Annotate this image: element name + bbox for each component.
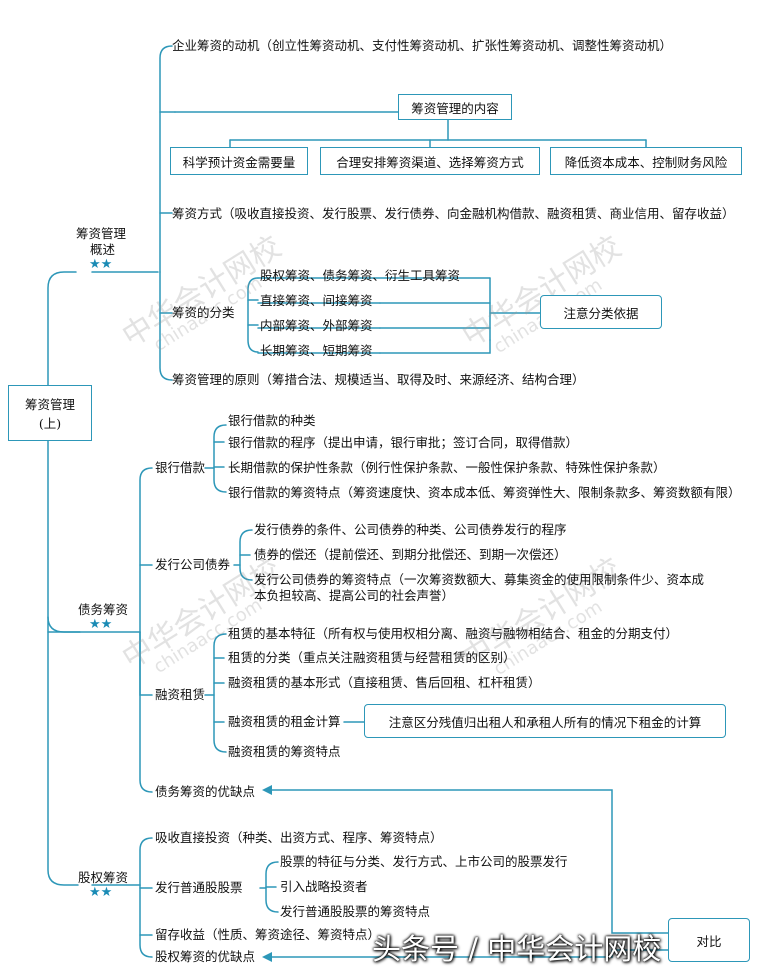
lease-label: 融资租赁 [155,687,206,702]
bond-item: 发行公司债券的筹资特点（一次筹资数额大、募集资金的使用限制条件少、资本成 [254,572,705,587]
lease-item: 融资租赁的筹资特点 [228,744,341,759]
bond-item: 发行债券的条件、公司债券的种类、公司债券发行的程序 [254,522,567,537]
direct-investment: 吸收直接投资（种类、出资方式、程序、筹资特点） [155,830,443,845]
class-item: 内部筹资、外部筹资 [260,318,373,333]
bank-item: 银行借款的筹资特点（筹资速度快、资本成本低、筹资弹性大、限制条款多、筹资数额有限… [228,485,741,500]
financing-motive: 企业筹资的动机（创立性筹资动机、支付性筹资动机、扩张性筹资动机、调整性筹资动机） [172,38,673,53]
section-equity-title: 股权筹资 [78,870,129,885]
content-item-box: 科学预计资金需要量 [170,147,308,175]
class-item: 长期筹资、短期筹资 [260,343,373,358]
root-subtitle: (上) [38,416,62,431]
lease-item: 租赁的分类（重点关注融资租赁与经营租赁的区别） [228,650,516,665]
content-item-box: 合理安排筹资渠道、选择筹资方式 [320,147,540,175]
lease-item: 融资租赁的租金计算 [228,714,341,729]
bank-item: 银行借款的程序（提出申请，银行审批；签订合同，取得借款） [228,435,579,450]
retained-earnings: 留存收益（性质、筹资途径、筹资特点） [155,927,381,942]
importance-stars: ★★ [89,617,113,632]
management-principles: 筹资管理的原则（筹措合法、规模适当、取得及时、来源经济、结构合理） [172,372,585,387]
bond-item: 本负担较高、提高公司的社会声誉） [254,588,455,603]
class-item: 直接筹资、间接筹资 [260,293,373,308]
class-item: 股权筹资、债务筹资、衍生工具筹资 [260,268,461,283]
class-note-box: 注意分类依据 [540,295,662,329]
bank-loan-label: 银行借款 [155,460,206,475]
importance-stars: ★★ [89,885,113,900]
classification-label: 筹资的分类 [172,305,235,320]
section-debt-title: 债务筹资 [78,602,129,617]
common-stock-label: 发行普通股股票 [155,880,243,895]
lease-note-box: 注意区分残值归出租人和承租人所有的情况下租金的计算 [364,704,726,738]
stock-item: 股票的特征与分类、发行方式、上市公司的股票发行 [280,854,568,869]
content-item-box: 降低资本成本、控制财务风险 [550,147,742,175]
equity-pros-cons: 股权筹资的优缺点 [155,949,256,964]
section-overview-title-2: 概述 [90,242,116,257]
content-box: 筹资管理的内容 [398,94,512,120]
bond-item: 债券的偿还（提前偿还、到期分批偿还、到期一次偿还） [254,547,567,562]
root-node: 筹资管理 (上) [8,385,92,441]
debt-pros-cons: 债务筹资的优缺点 [155,784,256,799]
stock-item: 发行普通股股票的筹资特点 [280,904,431,919]
lease-item: 租赁的基本特征（所有权与使用权相分离、融资与融物相结合、租金的分期支付） [228,626,679,641]
financing-methods: 筹资方式（吸收直接投资、发行股票、发行债券、向金融机构借款、融资租赁、商业信用、… [172,206,735,221]
compare-box: 对比 [668,918,750,962]
bond-label: 发行公司债券 [155,557,231,572]
importance-stars: ★★ [89,257,113,272]
bank-item: 银行借款的种类 [228,413,316,428]
lease-item: 融资租赁的基本形式（直接租赁、售后回租、杠杆租赁） [228,675,541,690]
root-title: 筹资管理 [24,397,75,412]
section-overview-title-1: 筹资管理 [76,226,127,241]
bank-item: 长期借款的保护性条款（例行性保护条款、一般性保护条款、特殊性保护条款） [228,460,666,475]
stock-item: 引入战略投资者 [280,879,368,894]
footer-caption: 头条号 / 中华会计网校 [372,932,662,966]
